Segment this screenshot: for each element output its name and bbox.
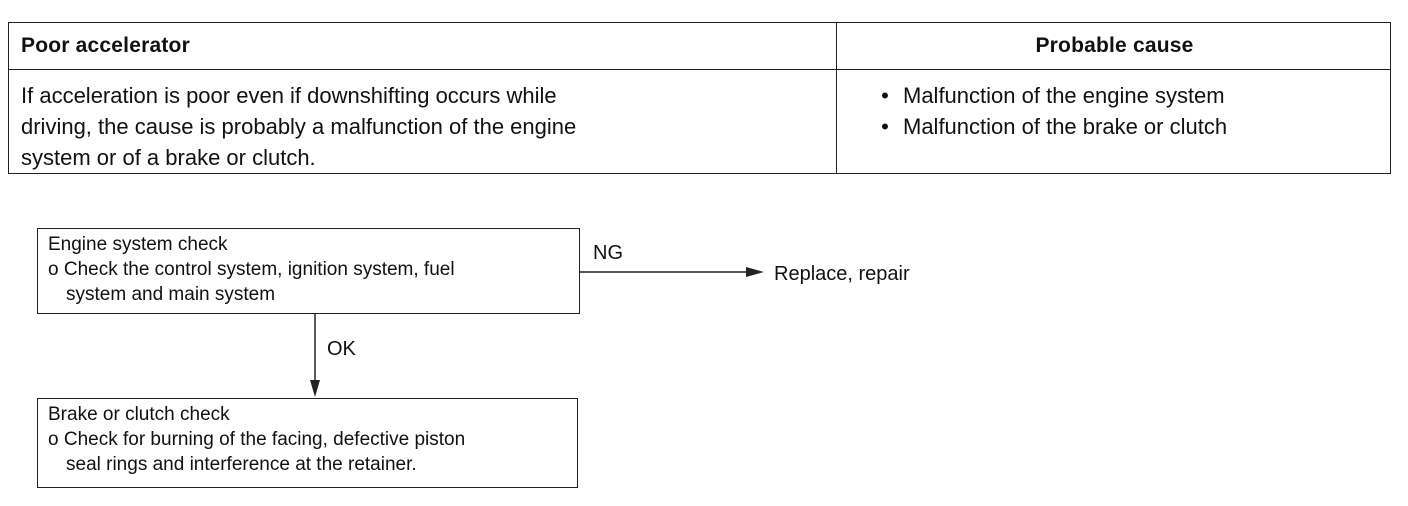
ok-label: OK	[327, 338, 356, 360]
step-line: o Check for burning of the facing, defec…	[48, 429, 466, 450]
trouble-table: Poor accelerator Probable cause If accel…	[8, 22, 1391, 174]
replace-repair-label: Replace, repair	[774, 263, 910, 285]
bullet-icon: •	[881, 114, 889, 139]
step-line: seal rings and interference at the retai…	[66, 454, 417, 475]
probable-cause-list: • Malfunction of the engine system • Malfu…	[875, 80, 1227, 142]
description-line: If acceleration is poor even if downshif…	[21, 83, 557, 108]
step-title: Engine system check	[48, 234, 228, 255]
probable-cause-header: Probable cause	[1035, 34, 1194, 57]
cause-item: • Malfunction of the engine system	[875, 80, 1227, 111]
symptom-description: If acceleration is poor even if downshif…	[21, 80, 821, 173]
cause-text: Malfunction of the brake or clutch	[903, 114, 1228, 139]
description-line: driving, the cause is probably a malfunc…	[21, 114, 577, 139]
ok-arrowhead-icon	[310, 380, 320, 397]
symptom-header: Poor accelerator	[21, 34, 190, 57]
brake-clutch-check-box: Brake or clutch check o Check for burnin…	[37, 398, 578, 488]
engine-system-check-box: Engine system check o Check the control …	[37, 228, 580, 314]
table-column-divider	[836, 23, 837, 173]
cause-item: • Malfunction of the brake or clutch	[875, 111, 1227, 142]
ng-label: NG	[593, 242, 623, 264]
step-line: system and main system	[66, 284, 276, 305]
bullet-icon: •	[881, 83, 889, 108]
ng-arrowhead-icon	[746, 267, 764, 277]
table-header-divider	[9, 69, 1390, 70]
cause-text: Malfunction of the engine system	[903, 83, 1225, 108]
description-line: system or of a brake or clutch.	[21, 145, 316, 170]
step-line: o Check the control system, ignition sys…	[48, 259, 455, 280]
step-title: Brake or clutch check	[48, 404, 230, 425]
